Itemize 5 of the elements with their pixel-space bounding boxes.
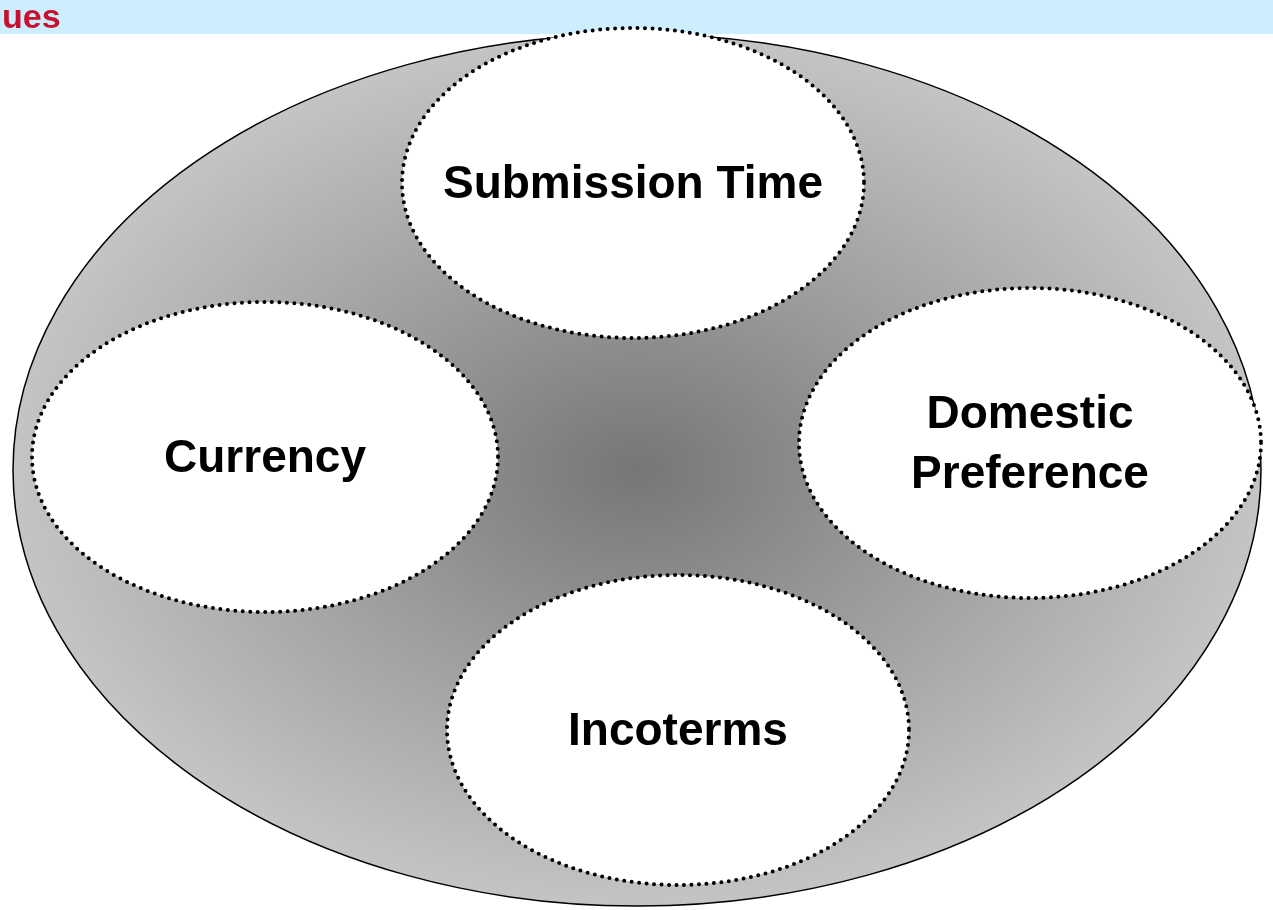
title: ues bbox=[2, 0, 61, 34]
node-label: Incoterms bbox=[568, 702, 788, 758]
node-label: Domestic Preference bbox=[910, 385, 1150, 500]
node-label: Currency bbox=[164, 429, 366, 485]
node-label: Submission Time bbox=[443, 155, 823, 211]
